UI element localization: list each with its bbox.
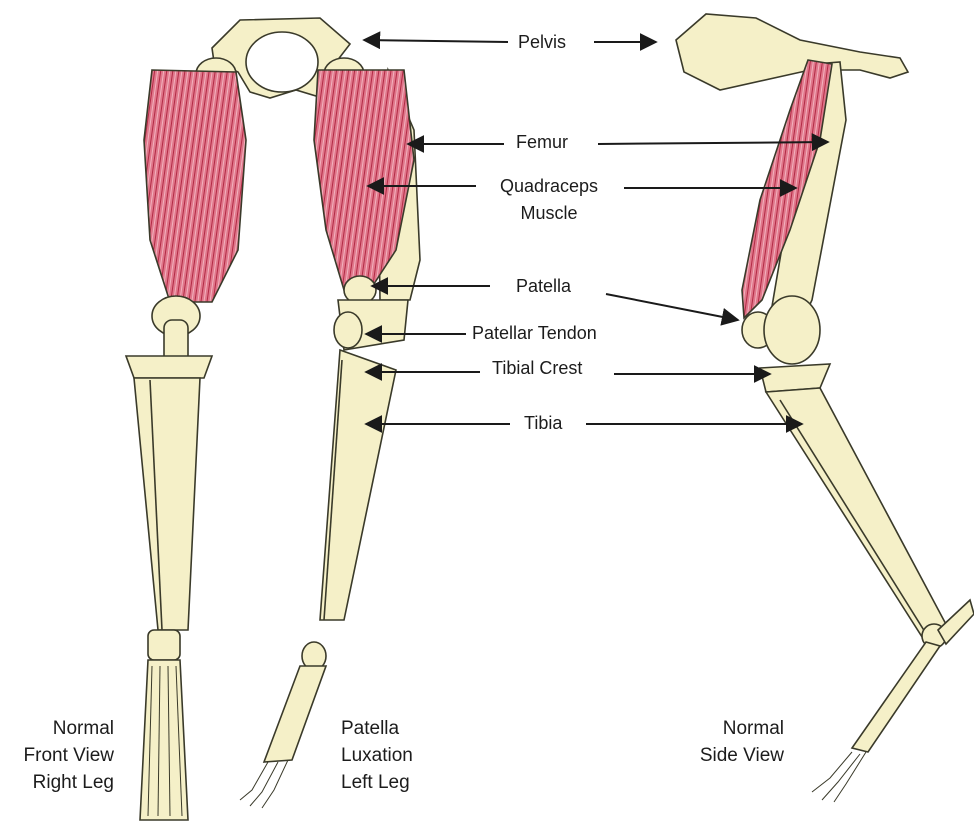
arrow-patella-right — [606, 294, 738, 320]
caption-front-line3: Right Leg — [0, 769, 114, 796]
quadriceps-muscle-right — [144, 70, 246, 302]
label-pelvis: Pelvis — [518, 31, 566, 54]
ankle-right — [148, 630, 180, 660]
femoral-condyle-side — [764, 296, 820, 364]
label-patellar-tendon: Patellar Tendon — [472, 322, 597, 345]
tibia-right — [134, 378, 200, 630]
pelvis-bone-side — [676, 14, 908, 90]
side-view-leg — [676, 14, 974, 802]
patellar-tendon-left — [334, 312, 362, 348]
label-femur: Femur — [516, 131, 568, 154]
caption-front-view: Normal Front View Right Leg — [0, 715, 114, 796]
tibia-left — [320, 350, 396, 620]
label-quadriceps-line2: Muscle — [474, 202, 624, 225]
caption-side-line2: Side View — [660, 742, 784, 769]
label-tibial-crest: Tibial Crest — [492, 357, 582, 380]
fibula-side — [780, 400, 930, 640]
label-tibia: Tibia — [524, 412, 562, 435]
foot-left — [264, 666, 326, 762]
metatarsal-side — [852, 642, 940, 752]
caption-luxation-view: Patella Luxation Left Leg — [341, 715, 413, 796]
caption-luxation-line3: Left Leg — [341, 769, 413, 796]
arrow-pelvis-left — [364, 40, 508, 42]
caption-front-line1: Normal — [0, 715, 114, 742]
caption-side-view: Normal Side View — [660, 715, 784, 769]
label-quadriceps: Quadraceps Muscle — [474, 175, 624, 225]
caption-luxation-line2: Luxation — [341, 742, 413, 769]
caption-luxation-line1: Patella — [341, 715, 413, 742]
pelvis-foramen — [246, 32, 318, 92]
caption-front-line2: Front View — [0, 742, 114, 769]
front-view-right-leg — [126, 18, 420, 820]
caption-side-line1: Normal — [660, 715, 784, 742]
label-patella: Patella — [516, 275, 571, 298]
label-quadriceps-line1: Quadraceps — [474, 175, 624, 198]
tibia-side — [766, 388, 948, 640]
tibia-plateau-right — [126, 356, 212, 378]
